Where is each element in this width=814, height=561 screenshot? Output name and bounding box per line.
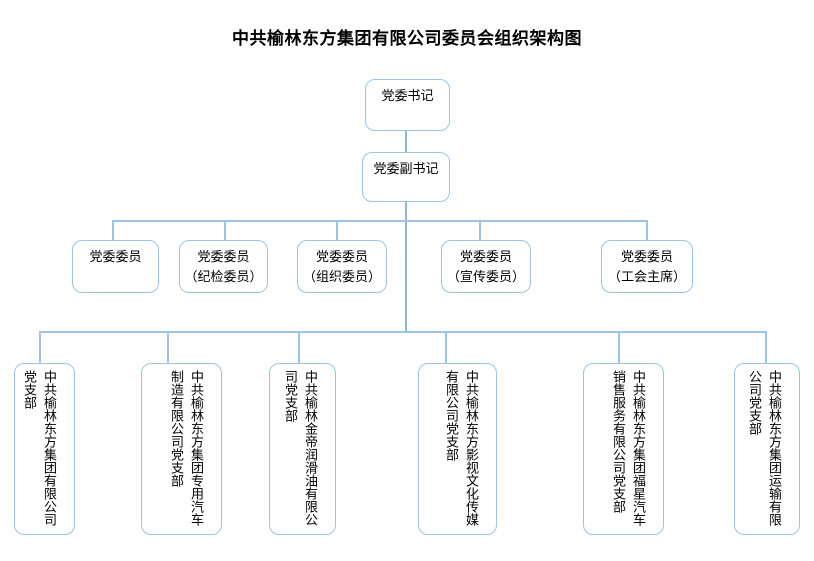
org-node-deputy-secretary: 党委副书记 [362, 152, 450, 202]
org-node-committee-member-2: 党委委员 （纪检委员） [179, 240, 268, 293]
connector-member2-stub [224, 221, 226, 240]
connector-branch3-stub [298, 332, 300, 364]
connector-root-deputy [405, 131, 407, 152]
org-node-branch-2: 中共榆林东方集团专用汽车制造有限公司党支部 [141, 363, 222, 535]
connector-member4-stub [479, 221, 481, 240]
org-node-committee-member-4: 党委委员 （宣传委员） [441, 240, 531, 293]
org-node-branch-5: 中共榆林东方集团福星汽车销售服务有限公司党支部 [583, 363, 664, 535]
org-node-party-secretary: 党委书记 [365, 79, 450, 131]
org-node-label: 党委委员 [459, 250, 512, 265]
connector-main-vertical [405, 202, 407, 332]
org-node-label: 党委副书记 [373, 162, 439, 177]
org-node-label: 党委委员 [620, 250, 673, 265]
org-node-branch-4: 中共榆林东方影视文化传媒有限公司党支部 [418, 363, 497, 535]
org-node-sublabel: （工会主席） [607, 270, 686, 285]
org-node-label: 中共榆林东方集团专用汽车制造有限公司党支部 [168, 370, 203, 526]
org-node-committee-member-3: 党委委员 （组织委员） [297, 240, 387, 293]
org-node-branch-6: 中共榆林东方集团运输有限公司党支部 [734, 363, 800, 535]
connector-branches-horizontal [39, 331, 767, 333]
connector-branch6-stub [765, 332, 767, 364]
org-node-branch-1: 中共榆林东方集团有限公司党支部 [14, 363, 75, 535]
org-node-sublabel: （纪检委员） [184, 270, 263, 285]
connector-branch5-stub [618, 332, 620, 364]
org-node-label: 中共榆林东方集团运输有限公司党支部 [746, 370, 781, 526]
connector-members-horizontal [112, 220, 648, 222]
connector-member3-stub [336, 221, 338, 240]
org-node-label: 党委委员 [197, 250, 250, 265]
org-node-committee-member-1: 党委委员 [72, 240, 159, 293]
connector-branch1-stub [39, 332, 41, 364]
org-node-sublabel: （组织委员） [302, 270, 381, 285]
connector-branch4-stub [445, 332, 447, 364]
org-node-label: 党委书记 [381, 89, 434, 104]
org-node-branch-3: 中共榆林金帝润滑油有限公司党支部 [269, 363, 336, 535]
org-node-label: 中共榆林东方集团福星汽车销售服务有限公司党支部 [610, 370, 645, 526]
chart-title: 中共榆林东方集团有限公司委员会组织架构图 [232, 29, 582, 49]
org-node-committee-member-5: 党委委员 （工会主席） [601, 240, 693, 293]
org-node-sublabel: （宣传委员） [446, 270, 525, 285]
org-node-label: 党委委员 [315, 250, 368, 265]
org-node-label: 党委委员 [89, 250, 142, 265]
connector-member5-stub [646, 221, 648, 240]
org-node-label: 中共榆林东方集团有限公司党支部 [21, 370, 56, 526]
connector-member1-stub [112, 221, 114, 240]
connector-branch2-stub [167, 332, 169, 364]
org-node-label: 中共榆林金帝润滑油有限公司党支部 [282, 370, 317, 526]
org-node-label: 中共榆林东方影视文化传媒有限公司党支部 [443, 370, 478, 526]
